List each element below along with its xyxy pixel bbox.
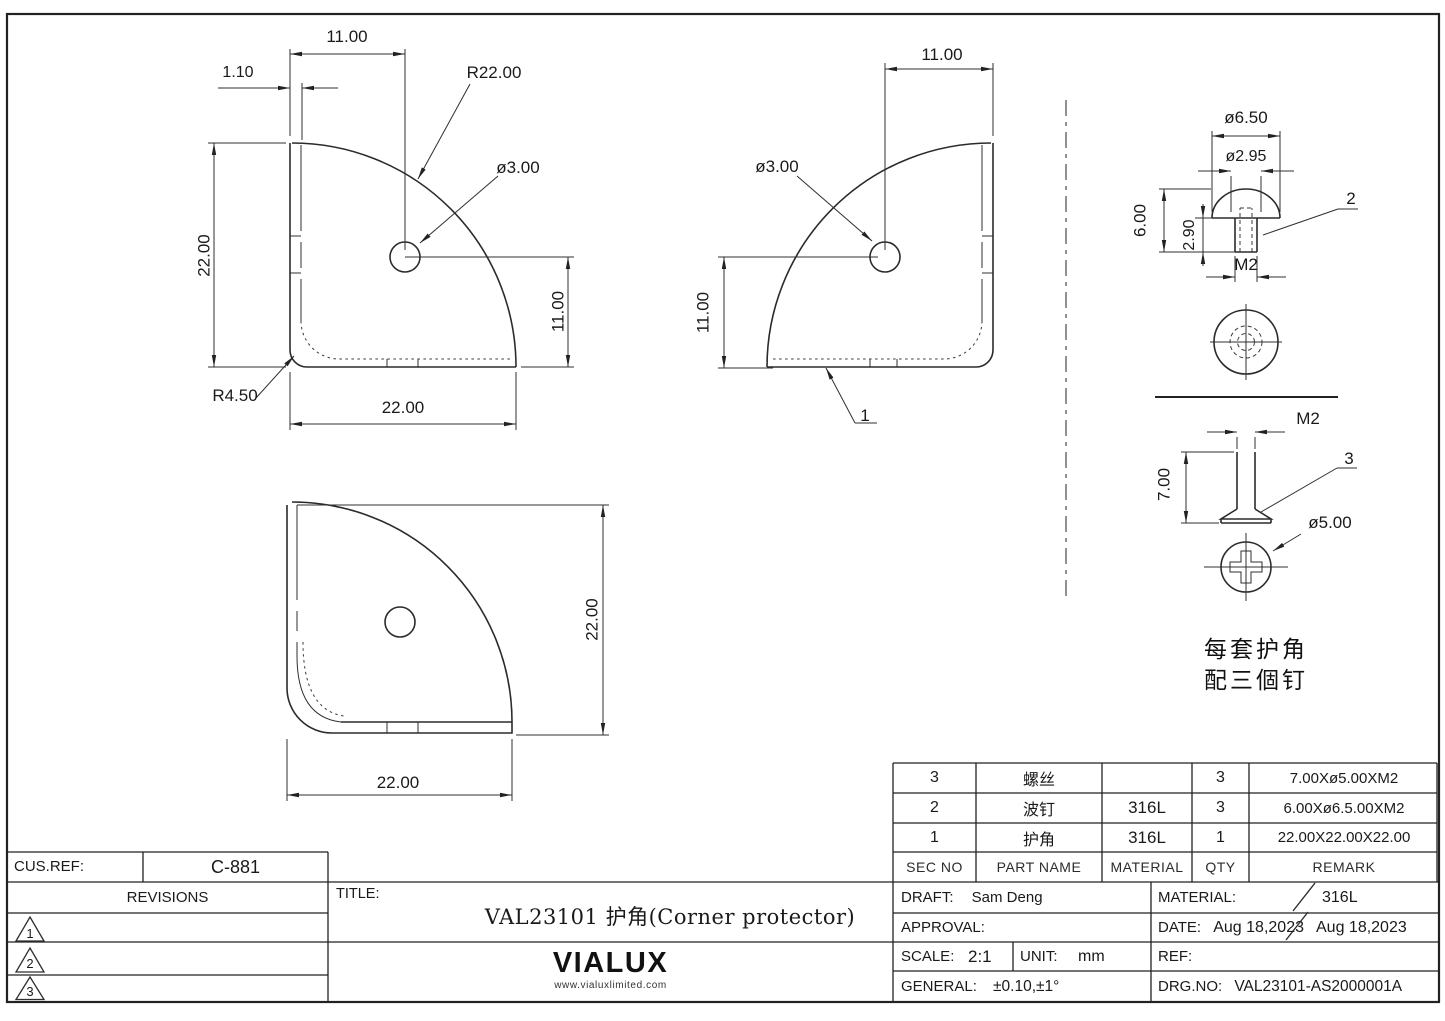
revisions-header: REVISIONS [126,889,209,906]
dim-front-hole-height: 11.00 [548,290,568,333]
cus-ref-label: CUS.REF: [14,858,85,875]
draft-row: DRAFT: Sam Deng [901,882,1043,913]
leader-screw: 3 [1344,449,1354,468]
dim-side-top-offset: 11.00 [921,45,963,64]
parts-row3-qty: 3 [1216,769,1225,786]
dim-front-corner-radius: R4.50 [212,386,258,405]
drg-no-label: DRG.NO: [1158,978,1223,995]
dim-bottom-height: 22.00 [582,598,602,641]
parts-row1-qty: 1 [1216,828,1225,846]
dim-front-thickness: 1.10 [222,64,254,81]
parts-row2-qty: 3 [1216,799,1225,816]
parts-row1-name: 护角 [1022,831,1055,849]
company-logo: VIALUX [552,947,669,979]
material-label: MATERIAL: [1158,889,1237,906]
detail-screw-geometry [1204,452,1288,601]
date-approved-value: Aug 18,2023 [1316,919,1407,936]
dim-front-width: 22.00 [381,398,425,417]
dim-front-radius: R22.00 [466,63,522,82]
dim-rivet-head-dia: ø6.50 [1224,108,1268,127]
parts-row1-remark: 22.00X22.00X22.00 [1277,829,1411,846]
draft-value: Sam Deng [971,889,1043,906]
revision-3-number: 3 [26,984,34,999]
leader-side-part: 1 [860,406,870,425]
general-label: GENERAL: [901,978,977,995]
drg-no-row: DRG.NO: VAL23101-AS2000001A [1158,971,1402,1002]
parts-header-qty: QTY [1205,859,1236,875]
date-row: DATE: Aug 18,2023 [1158,913,1304,942]
assembly-note-line2: 配三個钉 [1204,668,1308,694]
sheet-border [5,12,1441,1004]
draft-label: DRAFT: [901,889,954,906]
detail-rivet-dimensions [1159,131,1358,282]
view-side-geometry [766,142,994,368]
parts-row1-material: 316L [1128,827,1166,847]
dim-screw-thread: M2 [1296,409,1320,428]
parts-row3-name: 螺丝 [1022,772,1055,789]
material-value: 316L [1322,889,1358,906]
title-label: TITLE: [336,886,380,902]
revision-1-number: 1 [26,926,34,941]
parts-row2-remark: 6.00Xø6.5.00XM2 [1283,799,1405,817]
general-row: GENERAL: ±0.10,±1° [901,971,1059,1002]
parts-header-remark: REMARK [1312,859,1376,875]
dim-rivet-shank: 2.90 [1181,219,1198,251]
revision-triangle-icons [14,915,46,1001]
parts-row2-name: 波钉 [1022,802,1055,819]
detail-screw-dimensions [1181,429,1357,552]
parts-header-sec-no: SEC NO [906,859,963,875]
dim-rivet-hole-dia: ø2.95 [1225,148,1267,165]
dim-bottom-width: 22.00 [376,773,420,792]
parts-row3-material [1102,763,1192,793]
parts-header-name: PART NAME [996,859,1082,875]
drawing-title: VAL23101 护角(Corner protector) [484,905,856,929]
unit-value: mm [1078,948,1105,965]
dim-rivet-thread: M2 [1234,255,1258,274]
title-block-grid [7,762,1439,1002]
slash-marks [1285,882,1316,941]
dim-side-hole-height: 11.00 [693,291,713,334]
date-draft-value: Aug 18,2023 [1213,919,1304,936]
dim-front-top-offset: 11.00 [326,27,368,46]
phillips-cross [1229,550,1263,584]
bottom-hole [384,606,416,638]
parts-row2-material: 316L [1128,798,1166,817]
scale-value: 2:1 [968,947,992,966]
dim-front-hole: ø3.00 [496,158,540,177]
ref-label: REF: [1158,948,1193,965]
parts-header-material: MATERIAL [1110,859,1184,875]
view-side-dimensions [718,63,994,424]
view-front-geometry [289,142,517,368]
general-value: ±0.10,±1° [993,978,1060,995]
revision-2-number: 2 [26,956,34,971]
dim-screw-head-dia: ø5.00 [1308,513,1352,532]
dim-rivet-height: 6.00 [1130,203,1150,238]
date-label: DATE: [1158,919,1202,936]
view-bottom-geometry [286,501,513,734]
unit-label: UNIT: [1020,948,1058,965]
view-bottom-dimensions [286,504,609,801]
dim-front-height: 22.00 [194,234,214,277]
parts-row3-sec-no: 3 [930,769,939,786]
company-url: www.vialuxlimited.com [554,980,667,991]
approval-label: APPROVAL: [901,919,985,936]
dim-side-hole: ø3.00 [755,157,799,176]
parts-row2-sec-no: 2 [930,799,939,816]
view-front-dimensions [208,49,574,430]
cus-ref-value: C-881 [210,856,261,877]
leader-rivet: 2 [1346,189,1356,208]
dim-screw-length: 7.00 [1154,467,1174,502]
detail-rivet-geometry [1155,188,1338,398]
drg-no-value: VAL23101-AS2000001A [1234,978,1403,995]
assembly-note-line1: 每套护角 [1204,637,1308,663]
scale-label: SCALE: [901,948,955,965]
parts-row1-sec-no: 1 [930,828,939,846]
parts-row3-remark: 7.00Xø5.00XM2 [1289,769,1399,787]
